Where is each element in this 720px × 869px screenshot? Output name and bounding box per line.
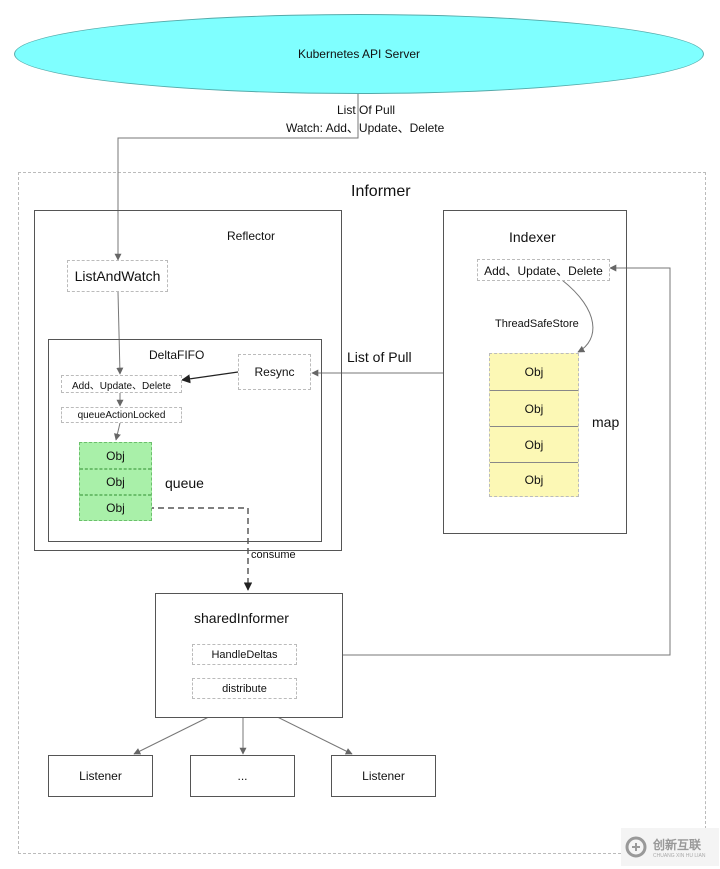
queue-item-label: Obj	[106, 475, 125, 489]
threadsafestore-label: ThreadSafeStore	[495, 318, 579, 330]
indexer-ops-label: Add、Update、Delete	[484, 263, 603, 278]
edge-consume	[128, 507, 253, 591]
indexer-box	[443, 210, 627, 534]
deltafifo-box	[48, 339, 322, 542]
queue-label: queue	[165, 475, 204, 491]
consume-label: consume	[251, 549, 296, 561]
queueactionlocked-node: queueActionLocked	[61, 407, 182, 423]
edge-resync-to-ops	[181, 371, 239, 384]
informer-title: Informer	[351, 183, 411, 200]
deltafifo-title: DeltaFIFO	[149, 348, 205, 362]
list-of-pull-label: List of Pull	[347, 349, 412, 365]
listener-node: Listener	[48, 755, 153, 797]
edge-indexer-ops-to-store	[561, 279, 594, 353]
edge-queueaction-to-queue	[114, 422, 121, 441]
handledeltas-label: HandleDeltas	[211, 648, 278, 661]
reflector-title: Reflector	[227, 229, 276, 243]
distribute-label: distribute	[222, 682, 267, 695]
store-item-label: Obj	[524, 365, 544, 379]
queue-item: Obj	[80, 469, 151, 495]
resync-label: Resync	[254, 365, 295, 379]
listandwatch-label: ListAndWatch	[74, 268, 161, 284]
distribute-node: distribute	[192, 678, 297, 699]
listener-node: Listener	[331, 755, 436, 797]
queue-item: Obj	[80, 495, 151, 520]
store-item-label: Obj	[524, 472, 544, 487]
deltafifo-ops-label: Add、Update、Delete	[72, 380, 171, 392]
api-edge-label-1: List Of Pull	[337, 103, 396, 117]
listener-label: ...	[237, 769, 248, 783]
map-label: map	[592, 414, 620, 430]
queueactionlocked-label: queueActionLocked	[77, 409, 166, 421]
watermark: 创新互联 CHUANG XIN HU LIAN	[621, 828, 719, 866]
watermark-brand: 创新互联	[653, 837, 702, 852]
threadsafestore: Obj Obj Obj Obj	[489, 353, 579, 497]
store-item-label: Obj	[524, 437, 544, 452]
indexer-title: Indexer	[509, 229, 556, 245]
queue-item-label: Obj	[106, 501, 125, 515]
brand-logo-icon	[625, 836, 647, 858]
edge-handledeltas-to-indexer	[297, 264, 671, 656]
listener-node: ...	[190, 755, 295, 797]
listener-label: Listener	[362, 769, 405, 783]
edge-api-to-listandwatch	[114, 80, 359, 261]
store-item: Obj	[490, 462, 578, 496]
api-server-label: Kubernetes API Server	[297, 47, 421, 61]
reflector-box	[34, 210, 342, 551]
store-item: Obj	[490, 390, 578, 426]
resync-node: Resync	[238, 354, 311, 390]
store-item: Obj	[490, 426, 578, 462]
sharedinformer-title: sharedInformer	[194, 610, 289, 626]
api-edge-label-2: Watch: Add、Update、Delete	[286, 121, 445, 135]
listener-label: Listener	[79, 769, 122, 783]
deltafifo-ops-node: Add、Update、Delete	[61, 375, 182, 393]
watermark-sub: CHUANG XIN HU LIAN	[653, 852, 706, 859]
queue: Obj Obj Obj	[79, 442, 152, 521]
store-item: Obj	[490, 354, 578, 390]
indexer-ops-node: Add、Update、Delete	[477, 259, 610, 281]
queue-item-label: Obj	[106, 448, 125, 463]
api-server-node: Kubernetes API Server	[14, 14, 704, 94]
handledeltas-node: HandleDeltas	[192, 644, 297, 665]
edge-listandwatch-to-fifo	[116, 291, 124, 375]
queue-item: Obj	[80, 443, 151, 469]
store-item-label: Obj	[524, 401, 544, 416]
listandwatch-node: ListAndWatch	[67, 260, 168, 292]
